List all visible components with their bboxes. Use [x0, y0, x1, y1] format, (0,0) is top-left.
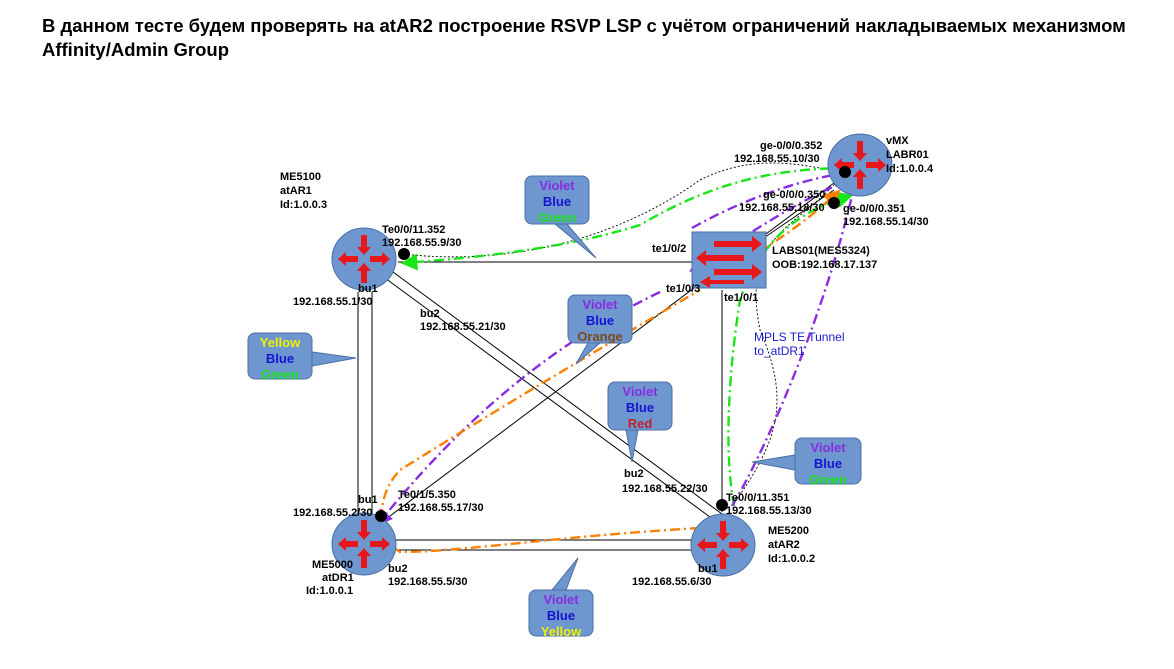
router-arrows-icon	[697, 521, 749, 569]
atar2-bu1: bu1	[698, 563, 718, 575]
callout-mid-orange-line-3: Orange	[577, 329, 623, 344]
callouts: VioletBlueGreenYellowBlueGreenVioletBlue…	[247, 175, 862, 639]
atdr1-ip-bu1: 192.168.55.2/30	[293, 507, 373, 519]
callout-bottom-line-1: Violet	[543, 592, 579, 607]
lsp-green-labr01-atar1	[400, 166, 851, 271]
atar1-bu1: bu1	[358, 283, 378, 295]
router-arrows-icon	[338, 520, 390, 568]
atdr1-if-te: Te0/1/5.350	[398, 489, 456, 501]
router-atar2[interactable]	[690, 513, 756, 577]
atar2-ip-bu2: 192.168.55.22/30	[622, 483, 708, 495]
callout-bottom-line-3: Yellow	[541, 624, 582, 639]
atdr1-bu2: bu2	[388, 563, 408, 575]
labr01-if3: ge-0/0/0.351	[843, 203, 905, 215]
dot-atdr1-te	[375, 510, 387, 522]
callout-right-line-3: Green	[809, 472, 847, 487]
callout-left-line-3: Green	[261, 367, 299, 382]
labr01-name: vMX	[886, 135, 909, 147]
callout-mid-red-line-1: Violet	[622, 384, 658, 399]
labr01-ip3: 192.168.55.14/30	[843, 216, 929, 228]
atar1-hostname: atAR1	[280, 185, 312, 197]
page-title: В данном тесте будем проверять на atAR2 …	[42, 15, 1126, 60]
atdr1-ip-te: 192.168.55.17/30	[398, 502, 484, 514]
dot-labr01-350	[828, 197, 840, 209]
callout-bottom-line-2: Blue	[547, 608, 575, 623]
atar2-if-te: Te0/0/11.351	[726, 492, 789, 504]
logical-links	[403, 162, 846, 507]
atar1-ip-te: 192.168.55.9/30	[382, 237, 462, 249]
router-atdr1[interactable]	[331, 512, 397, 576]
router-arrows-icon	[834, 141, 886, 189]
labs01-name: LABS01(MES5324)	[772, 245, 870, 257]
labs01-port2: te1/0/2	[652, 243, 686, 255]
callout-right-line-2: Blue	[814, 456, 842, 471]
labr01-id: Id:1.0.0.4	[886, 163, 934, 175]
lsp-violet-main	[730, 195, 854, 507]
atar2-ip-te: 192.168.55.13/30	[726, 505, 812, 517]
atdr1-name: ME5000	[312, 559, 353, 571]
atar1-bu2: bu2	[420, 308, 440, 320]
atar2-hostname: atAR2	[768, 539, 800, 551]
atdr1-hostname: atDR1	[322, 572, 354, 584]
callout-top-line-3: Green	[538, 210, 576, 225]
switch-labs01[interactable]	[691, 231, 767, 289]
callout-top-line-2: Blue	[543, 194, 571, 209]
callout-mid-orange-line-1: Violet	[582, 297, 618, 312]
callout-right-line-1: Violet	[810, 440, 846, 455]
labs01-port3: te1/0/3	[666, 283, 700, 295]
dot-atar1-te	[398, 248, 410, 260]
atar1-ip-bu2: 192.168.55.21/30	[420, 321, 506, 333]
labs01-oob: OOB:192.168.17.137	[772, 259, 877, 271]
router-atar1[interactable]	[331, 227, 397, 291]
atdr1-bu1: bu1	[358, 494, 378, 506]
router-arrows-icon	[338, 235, 390, 283]
atar1-ip-bu1: 192.168.55.1/30	[293, 296, 373, 308]
dot-atar2-te	[716, 499, 728, 511]
atar2-bu2: bu2	[624, 468, 644, 480]
interface-dots	[375, 166, 851, 522]
link-atdr1-labr01	[377, 164, 859, 526]
labr01-if1: ge-0/0/0.352	[760, 140, 822, 152]
callout-left-line-1: Yellow	[260, 335, 301, 350]
atar1-if-te: Te0/0/11.352	[382, 224, 445, 236]
tunnel-label-line1: MPLS TE Tunnel	[754, 330, 845, 344]
callout-mid-red-line-3: Red	[628, 416, 653, 431]
callout-mid-red-line-2: Blue	[626, 400, 654, 415]
tunnel-label-line2: to_atDR1	[754, 344, 805, 358]
dot-labr01-352	[839, 166, 851, 178]
callout-mid-orange-line-2: Blue	[586, 313, 614, 328]
lsp-green-atar2-labr01	[727, 191, 854, 507]
labr01-if2: ge-0/0/0.350	[763, 189, 825, 201]
atar1-id: Id:1.0.0.3	[280, 199, 327, 211]
callout-left-line-2: Blue	[266, 351, 294, 366]
routers	[331, 133, 893, 577]
callout-top-line-1: Violet	[539, 178, 575, 193]
router-labr01[interactable]	[827, 133, 893, 197]
labr01-ip2: 192.168.55.18/30	[739, 202, 825, 214]
labr01-ip1: 192.168.55.10/30	[734, 153, 820, 165]
atdr1-id: Id:1.0.0.1	[306, 585, 353, 597]
labs01-port1: te1/0/1	[724, 292, 758, 304]
link-atar1-atar2	[384, 277, 715, 521]
atar2-name: ME5200	[768, 525, 809, 537]
labr01-hostname: LABR01	[886, 149, 929, 161]
atdr1-ip-bu2: 192.168.55.5/30	[388, 576, 468, 588]
labels: ME5100 atAR1 Id:1.0.0.3 Te0/0/11.352 192…	[280, 135, 934, 597]
atar2-id: Id:1.0.0.2	[768, 553, 815, 565]
atar1-name: ME5100	[280, 171, 321, 183]
switch-arrows-icon	[696, 236, 762, 288]
atar2-ip-bu1: 192.168.55.6/30	[632, 576, 712, 588]
